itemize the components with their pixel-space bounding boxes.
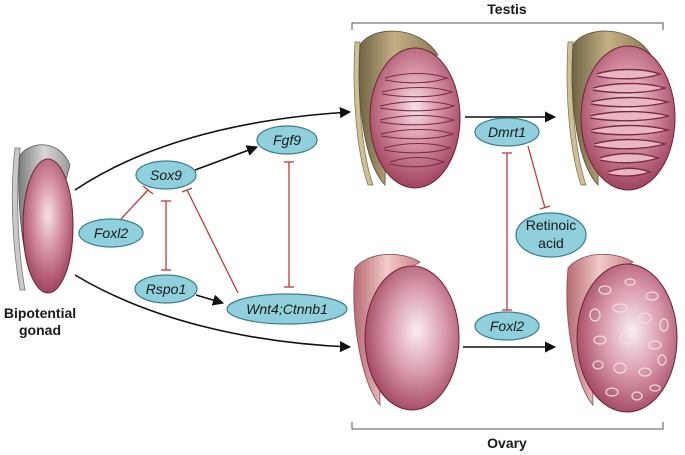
gene-label-foxl2-left: Foxl2 <box>94 225 128 241</box>
early-testis-icon <box>353 30 461 189</box>
gene-node-rspo1: Rspo1 <box>134 274 198 304</box>
mature-ovary-icon <box>566 253 678 413</box>
gene-node-foxl2-left: Foxl2 <box>78 218 144 248</box>
retinoic-label-line2: acid <box>538 235 564 251</box>
bipotential-label-line1: Bipotential <box>4 305 76 321</box>
gene-label-foxl2-right: Foxl2 <box>490 318 524 334</box>
early-ovary-icon <box>353 253 460 411</box>
gene-node-dmrt1: Dmrt1 <box>474 117 540 147</box>
gene-label-rspo1: Rspo1 <box>146 281 186 297</box>
gene-label-fgf9: Fgf9 <box>273 132 301 148</box>
gene-label-wnt4-ctnnb1: Wnt4;Ctnnb1 <box>246 301 328 317</box>
testis-label: Testis <box>487 1 527 17</box>
activation-arrows <box>74 107 557 353</box>
mature-testis-icon <box>566 30 676 191</box>
retinoic-label-line1: Retinoic <box>526 217 577 233</box>
ovary-bracket <box>351 422 664 430</box>
inhibition-lines <box>120 145 551 311</box>
gene-node-foxl2-right: Foxl2 <box>474 311 540 341</box>
gene-node-fgf9: Fgf9 <box>256 125 318 155</box>
ovary-label: Ovary <box>487 435 527 451</box>
gene-node-sox9: Sox9 <box>135 160 197 190</box>
gene-node-wnt4-ctnnb1: Wnt4;Ctnnb1 <box>226 293 348 325</box>
testis-bracket <box>351 22 664 30</box>
gene-label-dmrt1: Dmrt1 <box>488 124 526 140</box>
bipotential-gonad-icon <box>11 144 74 294</box>
gene-label-sox9: Sox9 <box>150 167 182 183</box>
node-retinoic-acid: Retinoic acid <box>515 212 587 258</box>
bipotential-label-line2: gonad <box>19 322 61 338</box>
